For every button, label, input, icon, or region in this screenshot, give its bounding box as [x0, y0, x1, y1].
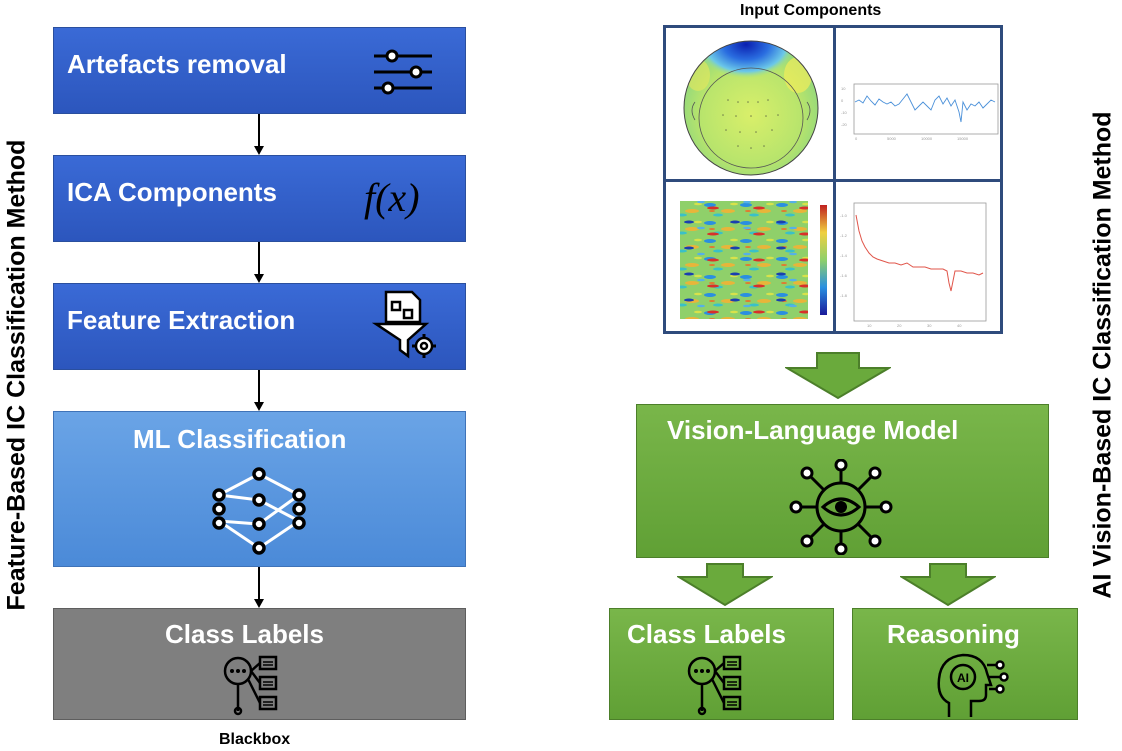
time-series-plot: 10 0 -10 -20 0 5000 10000 15000 [837, 30, 1000, 178]
feature-extraction-label: Feature Extraction [67, 305, 296, 335]
down-arrow-icon [900, 563, 996, 607]
svg-text:10: 10 [867, 323, 872, 328]
connector-2 [258, 242, 260, 274]
vision-language-model-label: Vision-Language Model [667, 415, 959, 445]
spectrum-plot: -1.0 -1.2 -1.4 -1.6 -1.8 10 20 30 40 [837, 183, 1000, 329]
connector-4 [258, 567, 260, 599]
svg-text:0: 0 [841, 98, 844, 103]
ai-head-icon: AI [933, 651, 1009, 719]
arrowhead-1 [254, 146, 264, 155]
input-components-title: Input Components [740, 2, 882, 19]
svg-text:-1.6: -1.6 [840, 273, 848, 278]
svg-text:20: 20 [897, 323, 902, 328]
artefacts-removal-box: Artefacts removal [53, 27, 466, 114]
grid-divider-h [666, 179, 1000, 182]
topomap-image [668, 30, 831, 178]
svg-text:-1.0: -1.0 [840, 213, 848, 218]
svg-text:-10: -10 [841, 110, 848, 115]
heatmap-image [668, 183, 831, 329]
svg-text:0: 0 [855, 136, 858, 141]
sliders-icon [372, 46, 434, 98]
magnifier-list-icon [684, 653, 750, 717]
input-components-grid: 10 0 -10 -20 0 5000 10000 15000 [663, 25, 1003, 334]
class-labels-box-right: Class Labels [609, 608, 834, 720]
class-labels-label-left: Class Labels [165, 619, 324, 649]
svg-text:-1.8: -1.8 [840, 293, 848, 298]
class-labels-label-right: Class Labels [627, 619, 786, 649]
neural-network-icon [206, 464, 306, 556]
down-arrow-icon [785, 352, 891, 400]
connector-1 [258, 114, 260, 146]
arrowhead-2 [254, 274, 264, 283]
svg-text:30: 30 [927, 323, 932, 328]
ml-classification-box: ML Classification [53, 411, 466, 567]
ml-classification-label: ML Classification [133, 424, 347, 454]
feature-extraction-box: Feature Extraction [53, 283, 466, 370]
svg-text:-1.4: -1.4 [840, 253, 848, 258]
svg-text:10: 10 [841, 86, 846, 91]
arrowhead-3 [254, 402, 264, 411]
ica-formula: f(x) [364, 175, 420, 220]
magnifier-list-icon [220, 653, 286, 717]
down-arrow-icon [677, 563, 773, 607]
artefacts-removal-label: Artefacts removal [67, 49, 287, 79]
reasoning-label: Reasoning [887, 619, 1020, 649]
svg-text:-20: -20 [841, 122, 848, 127]
blackbox-caption: Blackbox [219, 731, 291, 748]
svg-text:-1.2: -1.2 [840, 233, 848, 238]
svg-text:15000: 15000 [957, 136, 969, 141]
filter-gear-icon [372, 290, 442, 362]
svg-text:5000: 5000 [887, 136, 897, 141]
reasoning-box: Reasoning AI [852, 608, 1078, 720]
class-labels-box-left: Class Labels [53, 608, 466, 720]
svg-text:10000: 10000 [921, 136, 933, 141]
ai-eye-network-icon [789, 459, 893, 555]
connector-3 [258, 370, 260, 402]
arrowhead-4 [254, 599, 264, 608]
vision-language-model-box: Vision-Language Model [636, 404, 1049, 558]
right-side-title: AI Vision-Based IC Classification Method [1088, 111, 1117, 599]
svg-text:40: 40 [957, 323, 962, 328]
ai-head-text: AI [957, 671, 969, 685]
left-side-title: Feature-Based IC Classification Method [2, 139, 31, 611]
ica-components-label: ICA Components [67, 177, 277, 207]
ica-components-box: ICA Components f(x) [53, 155, 466, 242]
